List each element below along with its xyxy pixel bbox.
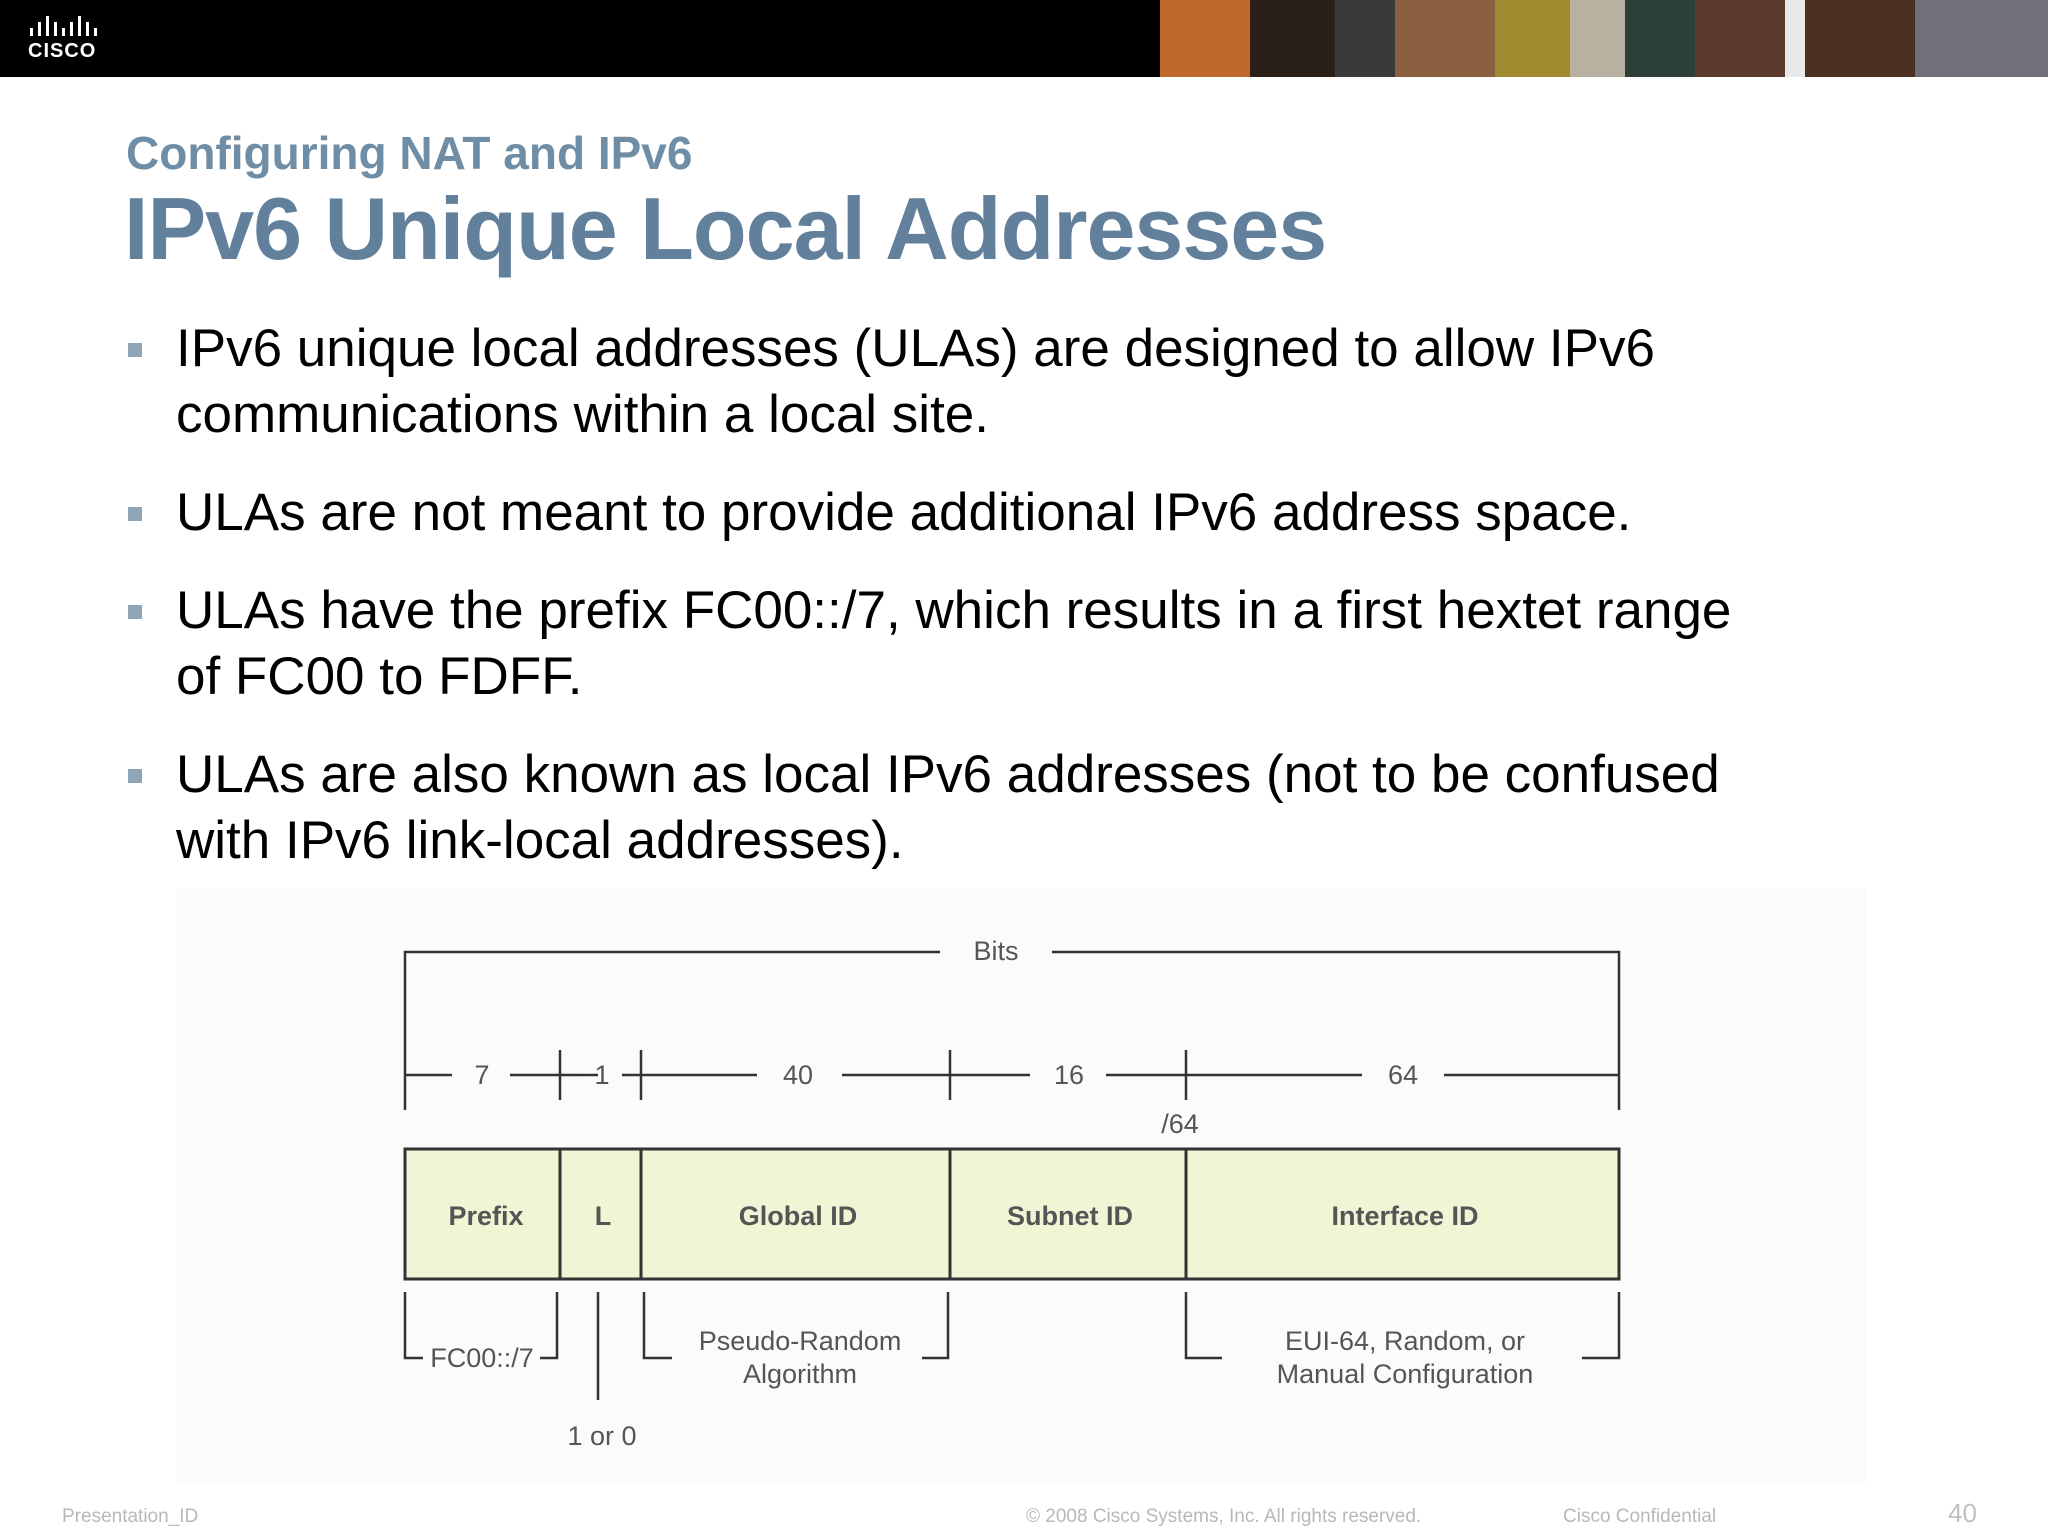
header-photo xyxy=(1250,0,1335,77)
header-photo-strip xyxy=(1160,0,2048,77)
interface-id-note: EUI-64, Random, or xyxy=(1285,1326,1525,1356)
bit-width-label: 1 xyxy=(594,1060,609,1090)
field-label: Subnet ID xyxy=(1007,1201,1133,1231)
bits-bracket xyxy=(403,950,1621,1110)
bit-width-label: 40 xyxy=(783,1060,813,1090)
cisco-logo-bars-icon xyxy=(30,16,97,36)
header-photo xyxy=(1785,0,1805,77)
header-photo xyxy=(1625,0,1695,77)
header-photo xyxy=(1915,0,2048,77)
bullet-line: communications within a local site. xyxy=(176,385,990,444)
l-bit-note: 1 or 0 xyxy=(567,1421,636,1451)
bullet-list: IPv6 unique local addresses (ULAs) are d… xyxy=(126,316,1886,906)
global-id-note: Algorithm xyxy=(743,1359,857,1389)
slide-subtitle: Configuring NAT and IPv6 xyxy=(126,127,693,179)
logo-wordmark: CISCO xyxy=(28,40,97,62)
global-id-note: Pseudo-Random xyxy=(699,1326,902,1356)
footer-presentation-id: Presentation_ID xyxy=(62,1506,199,1527)
header-photo xyxy=(1805,0,1915,77)
header-photo xyxy=(1335,0,1395,77)
bullet-item: ULAs are also known as local IPv6 addres… xyxy=(126,742,1886,874)
field-boxes xyxy=(403,1147,1621,1281)
slide-title: IPv6 Unique Local Addresses xyxy=(124,179,1327,278)
field-label: Global ID xyxy=(739,1201,858,1231)
lower-brackets xyxy=(403,1292,1621,1400)
bullet-line: ULAs are not meant to provide additional… xyxy=(176,483,1632,542)
boundary-label: /64 xyxy=(1161,1109,1199,1139)
bullet-square-icon xyxy=(128,605,142,619)
field-label: Interface ID xyxy=(1331,1201,1478,1231)
bullet-line: with IPv6 link-local addresses). xyxy=(176,811,904,870)
interface-id-note: Manual Configuration xyxy=(1277,1359,1534,1389)
header-photo xyxy=(1160,0,1250,77)
header-photo xyxy=(1570,0,1625,77)
bullet-line: ULAs are also known as local IPv6 addres… xyxy=(176,745,1720,804)
bit-width-label: 64 xyxy=(1388,1060,1418,1090)
bullet-item: ULAs have the prefix FC00::/7, which res… xyxy=(126,578,1886,710)
bits-label: Bits xyxy=(973,936,1018,966)
prefix-note: FC00::/7 xyxy=(430,1343,534,1373)
header-photo xyxy=(1695,0,1785,77)
bullet-line: ULAs have the prefix FC00::/7, which res… xyxy=(176,581,1732,640)
header-photo xyxy=(1495,0,1570,77)
bit-width-label: 16 xyxy=(1054,1060,1084,1090)
bit-width-lines xyxy=(405,1050,1619,1100)
footer-copyright: © 2008 Cisco Systems, Inc. All rights re… xyxy=(1026,1506,1422,1527)
header-photo xyxy=(1395,0,1495,77)
bullet-square-icon xyxy=(128,343,142,357)
field-label: L xyxy=(595,1201,612,1231)
global-id-field xyxy=(639,1147,952,1281)
bullet-square-icon xyxy=(128,507,142,521)
bullet-item: ULAs are not meant to provide additional… xyxy=(126,480,1886,546)
field-label: Prefix xyxy=(448,1201,523,1231)
footer-confidential: Cisco Confidential xyxy=(1563,1506,1717,1527)
prefix-field xyxy=(403,1147,562,1281)
bullet-item: IPv6 unique local addresses (ULAs) are d… xyxy=(126,316,1886,448)
l-field xyxy=(558,1147,643,1281)
bullet-line: IPv6 unique local addresses (ULAs) are d… xyxy=(176,319,1655,378)
bit-width-label: 7 xyxy=(474,1060,489,1090)
interface-id-field xyxy=(1184,1147,1621,1281)
cisco-logo: CISCO xyxy=(28,14,118,64)
header-bar: CISCO xyxy=(0,0,2048,77)
bullet-line: of FC00 to FDFF. xyxy=(176,647,583,706)
bullet-square-icon xyxy=(128,769,142,783)
page-number: 40 xyxy=(1948,1498,1977,1528)
